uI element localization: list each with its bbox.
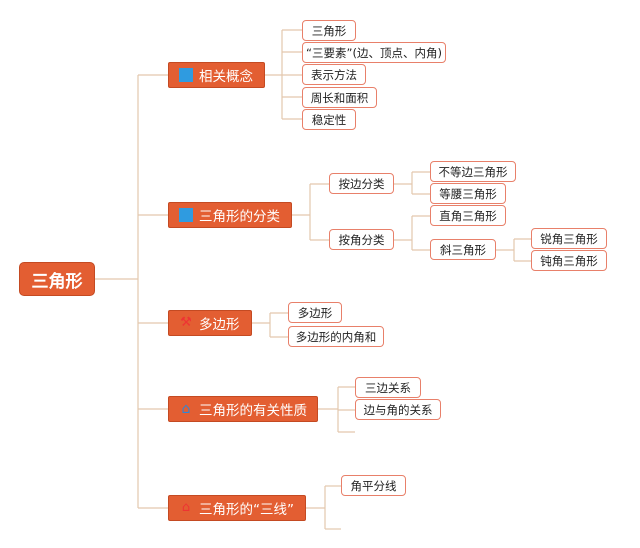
leaf-side-relation[interactable]: 三边关系 (355, 377, 421, 398)
home-icon: ⌂ (181, 500, 191, 515)
leaf-acute[interactable]: 锐角三角形 (531, 228, 607, 249)
branch-properties[interactable]: ⌂ 三角形的有关性质 (168, 396, 318, 422)
leaf-three-elements[interactable]: “三要素”(边、顶点、内角) (302, 42, 446, 63)
branch-label: 三角形的有关性质 (199, 403, 307, 419)
leaf-scalene[interactable]: 不等边三角形 (430, 161, 516, 182)
leaf-triangle[interactable]: 三角形 (302, 20, 356, 41)
leaf-oblique[interactable]: 斜三角形 (430, 239, 496, 260)
leaf-stability[interactable]: 稳定性 (302, 109, 356, 130)
leaf-perimeter-area[interactable]: 周长和面积 (302, 87, 377, 108)
square-icon (179, 68, 193, 82)
leaf-side-angle-relation[interactable]: 边与角的关系 (355, 399, 441, 420)
leaf-right-triangle[interactable]: 直角三角形 (430, 205, 506, 226)
branch-polygon[interactable]: ⚒ 多边形 (168, 310, 252, 336)
house-icon: ⌂ (181, 401, 191, 417)
branch-concepts[interactable]: 相关概念 (168, 62, 265, 88)
tools-icon: ⚒ (180, 315, 192, 330)
leaf-by-side[interactable]: 按边分类 (329, 173, 394, 194)
leaf-angle-bisector[interactable]: 角平分线 (341, 475, 406, 496)
leaf-notation[interactable]: 表示方法 (302, 64, 366, 85)
branch-label: 多边形 (199, 317, 240, 333)
branch-three-lines[interactable]: ⌂ 三角形的“三线” (168, 495, 306, 521)
branch-label: 相关概念 (199, 69, 253, 85)
branch-label: 三角形的“三线” (199, 502, 294, 518)
leaf-polygon[interactable]: 多边形 (288, 302, 342, 323)
root-node[interactable]: 三角形 (19, 262, 95, 296)
leaf-isosceles[interactable]: 等腰三角形 (430, 183, 506, 204)
branch-classification[interactable]: 三角形的分类 (168, 202, 292, 228)
leaf-interior-angles[interactable]: 多边形的内角和 (288, 326, 384, 347)
square-icon (179, 208, 193, 222)
branch-label: 三角形的分类 (199, 209, 280, 225)
leaf-obtuse[interactable]: 钝角三角形 (531, 250, 607, 271)
leaf-by-angle[interactable]: 按角分类 (329, 229, 394, 250)
